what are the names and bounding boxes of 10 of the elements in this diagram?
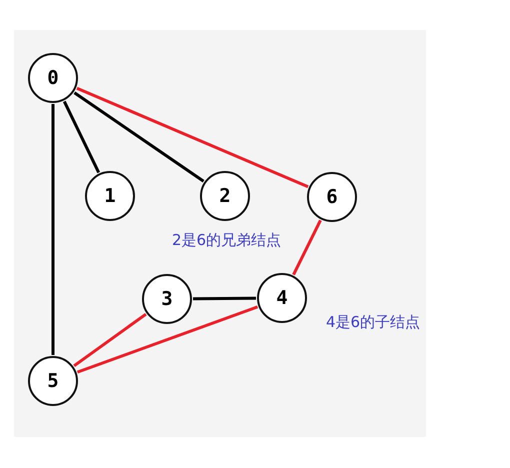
edge-line: [74, 91, 204, 183]
annotation-text: 2是6的兄弟结点: [172, 231, 282, 250]
edge-line: [62, 100, 100, 174]
edge-line: [76, 305, 258, 374]
edge-line: [52, 104, 54, 355]
annotation-text: 4是6的子结点: [326, 313, 420, 332]
edge-line: [76, 86, 309, 188]
edge-line: [292, 220, 322, 276]
edge-line: [73, 312, 147, 368]
edge-line: [192, 296, 256, 300]
